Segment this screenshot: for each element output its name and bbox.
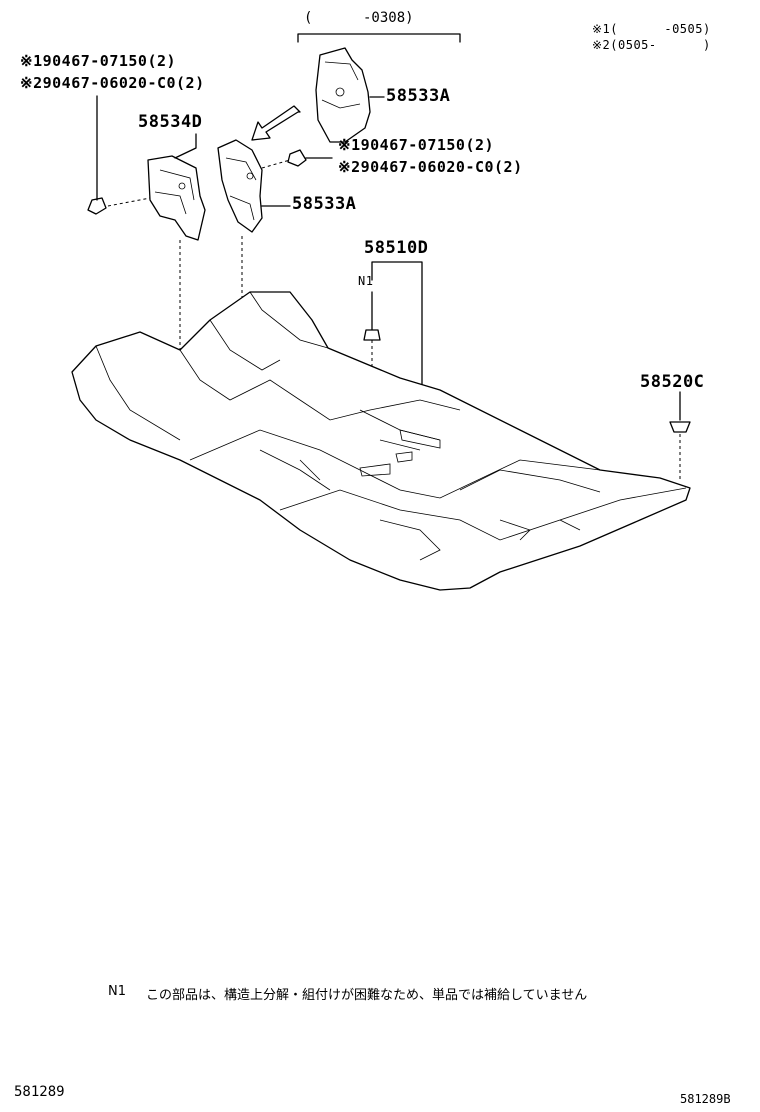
part-58534d-shape <box>107 133 206 350</box>
part-58534d-label: 58534D <box>138 112 203 132</box>
part-58533a-mid-shape <box>217 139 291 320</box>
footnote-marker: N1 <box>108 984 126 999</box>
n1-label: N1 <box>358 274 374 288</box>
page-code-right: 581289B <box>680 1092 731 1106</box>
part-58510d-leader <box>363 261 423 391</box>
part-58533a-top-shape <box>315 47 385 143</box>
footnote-text: この部品は、構造上分解・組付けが困難なため、単品では補給していません <box>146 988 588 1003</box>
left-fastener-shape <box>87 95 107 215</box>
part-58510d-label: 58510D <box>364 238 429 258</box>
legend-mark-1: ※1( -0505) <box>592 22 711 36</box>
floor-carpet-shape <box>71 291 691 591</box>
right-fastener-shape <box>287 149 333 167</box>
part-58520c-clip <box>669 391 691 480</box>
left-fastener-callout-1: ※190467-07150(2) <box>20 52 177 70</box>
right-fastener-callout-2: ※290467-06020-C0(2) <box>338 158 523 176</box>
left-fastener-callout-2: ※290467-06020-C0(2) <box>20 74 205 92</box>
part-58520c-label: 58520C <box>640 372 705 392</box>
right-fastener-callout-1: ※190467-07150(2) <box>338 136 495 154</box>
range-bracket-label: ( -0308) <box>304 10 414 26</box>
part-58533a-mid-label: 58533A <box>292 194 357 214</box>
page-code-left: 581289 <box>14 1084 65 1100</box>
range-bracket-line <box>297 33 461 43</box>
direction-arrow <box>251 105 301 141</box>
part-58533a-top-label: 58533A <box>386 86 451 106</box>
legend-mark-2: ※2(0505- ) <box>592 38 711 52</box>
